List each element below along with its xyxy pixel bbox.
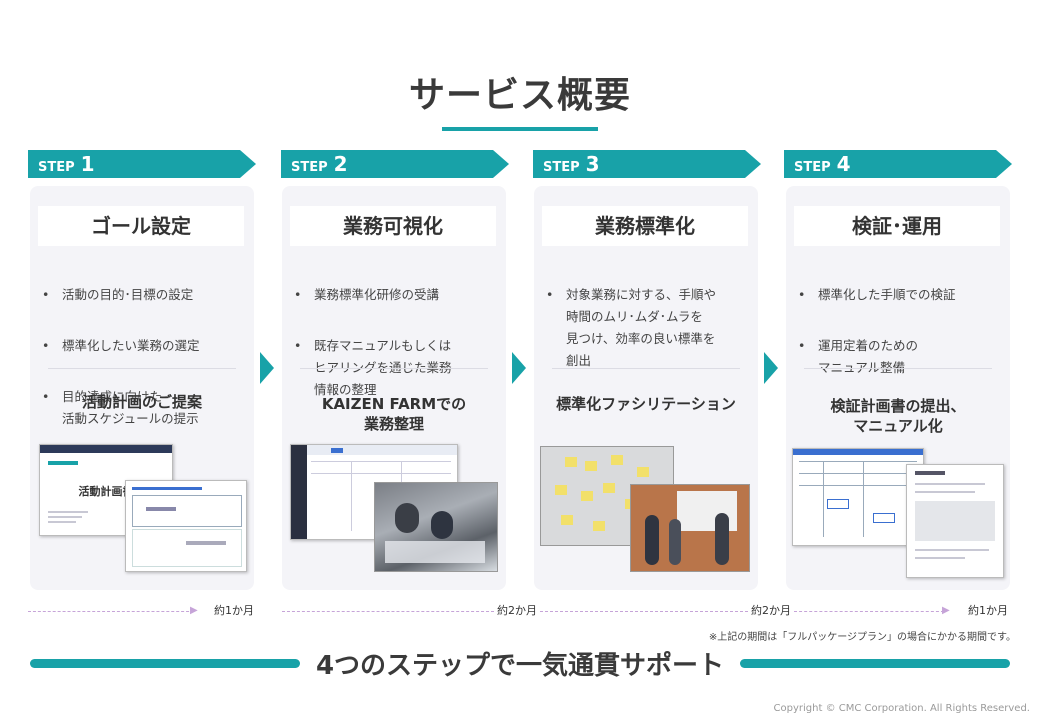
step-label: STEP — [794, 160, 831, 175]
bullet-item: 対象業務に対する、手順や 時間のムリ･ムダ･ムラを 見つけ、効率の良い標準を 創… — [546, 284, 750, 372]
step-1-card: ゴール設定 活動の目的･目標の設定 標準化したい業務の選定 目的達成に向けた 活… — [30, 186, 254, 590]
step-bullets: 標準化した手順での検証 運用定着のための マニュアル整備 — [798, 262, 1002, 408]
copyright: Copyright © CMC Corporation. All Rights … — [773, 703, 1030, 714]
verification-plan-document-image — [792, 448, 924, 546]
bottom-bar-left — [30, 659, 300, 668]
bottom-tagline: 4つのステップで一気通貫サポート — [315, 651, 725, 681]
bullet-item: 既存マニュアルもしくは ヒアリングを通じた業務 情報の整理 — [294, 335, 498, 401]
duration-label: 約1か月 — [214, 604, 254, 617]
step-number: 2 — [333, 152, 348, 176]
card-divider — [300, 368, 488, 369]
arrow-right-icon: ▶ — [190, 605, 198, 616]
step-bullets: 対象業務に対する、手順や 時間のムリ･ムダ･ムラを 見つけ、効率の良い標準を 創… — [546, 262, 750, 401]
bullet-item: 標準化したい業務の選定 — [42, 335, 246, 357]
timeline-dash — [794, 611, 944, 612]
step-2-banner: STEP 2 — [281, 150, 509, 178]
step-number: 3 — [585, 152, 600, 176]
bullet-item: 業務標準化研修の受講 — [294, 284, 498, 306]
step-label: STEP — [543, 160, 580, 175]
card-divider — [804, 368, 992, 369]
timeline-dash — [282, 611, 494, 612]
bullet-item: 活動の目的･目標の設定 — [42, 284, 246, 306]
step-3-card: 業務標準化 対象業務に対する、手順や 時間のムリ･ムダ･ムラを 見つけ、効率の良… — [534, 186, 758, 590]
step-label: STEP — [291, 160, 328, 175]
step-3-banner: STEP 3 — [533, 150, 761, 178]
duration-label: 約2か月 — [497, 604, 537, 617]
timeline-dash — [540, 611, 748, 612]
step-number: 4 — [836, 152, 851, 176]
step-deliverable: 標準化ファシリテーション — [556, 395, 736, 413]
bottom-bar-right — [740, 659, 1010, 668]
step-1-banner: STEP 1 — [28, 150, 256, 178]
chevron-right-icon — [260, 352, 274, 384]
bullet-item: 標準化した手順での検証 — [798, 284, 1002, 306]
step-bullets: 業務標準化研修の受講 既存マニュアルもしくは ヒアリングを通じた業務 情報の整理 — [294, 262, 498, 430]
step-2-card: 業務可視化 業務標準化研修の受講 既存マニュアルもしくは ヒアリングを通じた業務… — [282, 186, 506, 590]
duration-label: 約1か月 — [968, 604, 1008, 617]
schedule-document-image — [125, 480, 247, 572]
bullet-item: 運用定着のための マニュアル整備 — [798, 335, 1002, 379]
title-underline — [442, 127, 598, 131]
step-4-card: 検証･運用 標準化した手順での検証 運用定着のための マニュアル整備 検証計画書… — [786, 186, 1010, 590]
step-deliverable: 検証計画書の提出、 マニュアル化 — [830, 397, 966, 435]
period-note: ※上記の期間は「フルパッケージプラン」の場合にかかる期間です。 — [708, 632, 1016, 643]
step-number: 1 — [80, 152, 95, 176]
step-deliverable: 活動計画のご提案 — [81, 393, 202, 411]
facilitation-photo — [630, 484, 750, 572]
workshop-photo — [374, 482, 498, 572]
manual-document-image — [906, 464, 1004, 578]
step-4-banner: STEP 4 — [784, 150, 1012, 178]
step-heading: 業務可視化 — [290, 206, 496, 246]
duration-label: 約2か月 — [751, 604, 791, 617]
step-label: STEP — [38, 160, 75, 175]
card-divider — [48, 368, 236, 369]
arrow-right-icon: ▶ — [942, 605, 950, 616]
page-title: サービス概要 — [408, 75, 631, 116]
timeline: ▶ 約1か月 約2か月 約2か月 ▶ 約1か月 — [0, 604, 1040, 618]
bullet-item: 目的達成に向けた 活動スケジュールの提示 — [42, 386, 246, 430]
step-heading: 検証･運用 — [794, 206, 1000, 246]
step-deliverable: KAIZEN FARMでの 業務整理 — [321, 395, 467, 433]
card-divider — [552, 368, 740, 369]
step-heading: ゴール設定 — [38, 206, 244, 246]
step-bullets: 活動の目的･目標の設定 標準化したい業務の選定 目的達成に向けた 活動スケジュー… — [42, 262, 246, 459]
timeline-dash — [28, 611, 194, 612]
chevron-right-icon — [764, 352, 778, 384]
document-title: 活動計画書 — [78, 485, 134, 498]
step-heading: 業務標準化 — [542, 206, 748, 246]
chevron-right-icon — [512, 352, 526, 384]
